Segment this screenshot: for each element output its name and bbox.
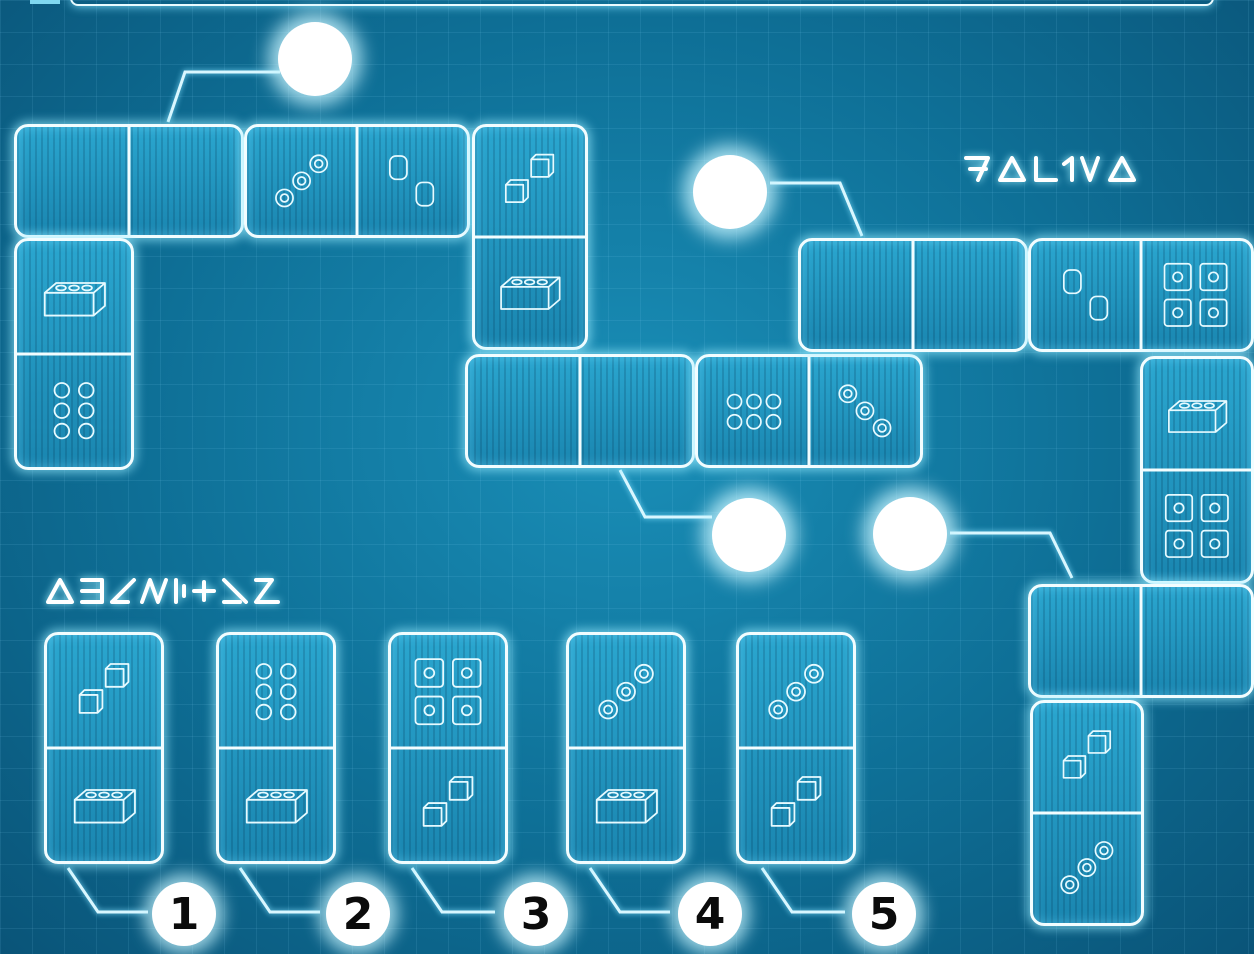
chain-tile-7 <box>798 238 1028 352</box>
tile-end-blank <box>1141 587 1251 695</box>
round-studs-3-icon <box>247 127 357 235</box>
brick-2x4-icon <box>475 237 585 347</box>
chain-tile-4 <box>14 238 134 470</box>
answer-slot-1[interactable] <box>278 22 352 96</box>
brick-2x4-icon <box>569 748 683 861</box>
aurebesh-heading-right <box>960 150 1150 191</box>
plate-2x2-4-icon <box>1143 470 1251 581</box>
tile-end-blank <box>468 357 580 465</box>
answer-slot-2[interactable] <box>693 155 767 229</box>
answer-slot-3[interactable] <box>712 498 786 572</box>
chain-tile-5 <box>465 354 695 468</box>
plate-2x2-4-icon <box>1141 241 1251 349</box>
tile-end-blank <box>129 127 241 235</box>
aurebesh-heading-left <box>42 572 302 613</box>
option-number-4[interactable]: 4 <box>678 882 742 946</box>
chain-tile-10 <box>1028 584 1254 698</box>
plate-2x2-4-icon <box>391 635 505 748</box>
round-studs-3-icon <box>569 635 683 748</box>
brick-2x4-icon <box>1143 359 1251 470</box>
chain-tile-1 <box>14 124 244 238</box>
chain-tile-9 <box>1140 356 1254 584</box>
cylinder-2-icon <box>357 127 467 235</box>
chain-tile-6 <box>695 354 923 468</box>
option-tile-4[interactable] <box>566 632 686 864</box>
round-studs-3-icon <box>1033 813 1141 923</box>
chain-tile-8 <box>1028 238 1254 352</box>
option-number-2[interactable]: 2 <box>326 882 390 946</box>
round-studs-6-icon <box>219 635 333 748</box>
answer-slot-4[interactable] <box>873 497 947 571</box>
round-studs-6-icon <box>17 354 131 467</box>
brick-1x1-2-icon <box>47 635 161 748</box>
option-tile-3[interactable] <box>388 632 508 864</box>
brick-2x4-icon <box>47 748 161 861</box>
brick-1x1-2-icon <box>475 127 585 237</box>
brick-2x4-icon <box>219 748 333 861</box>
option-tile-5[interactable] <box>736 632 856 864</box>
tile-end-blank <box>1031 587 1141 695</box>
tile-end-blank <box>801 241 913 349</box>
top-corner-marker <box>30 0 60 4</box>
brick-2x4-icon <box>17 241 131 354</box>
brick-1x1-2-icon <box>1033 703 1141 813</box>
tile-end-blank <box>580 357 692 465</box>
chain-tile-3 <box>472 124 588 350</box>
round-studs-3-icon <box>739 635 853 748</box>
option-tile-1[interactable] <box>44 632 164 864</box>
tile-end-blank <box>17 127 129 235</box>
round-studs-3-icon <box>809 357 920 465</box>
round-studs-6-icon <box>698 357 809 465</box>
top-frame-bar <box>70 0 1214 6</box>
option-number-3[interactable]: 3 <box>504 882 568 946</box>
brick-1x1-2-icon <box>391 748 505 861</box>
tile-end-blank <box>913 241 1025 349</box>
option-number-1[interactable]: 1 <box>152 882 216 946</box>
chain-tile-11 <box>1030 700 1144 926</box>
brick-1x1-2-icon <box>739 748 853 861</box>
option-tile-2[interactable] <box>216 632 336 864</box>
option-number-5[interactable]: 5 <box>852 882 916 946</box>
cylinder-2-icon <box>1031 241 1141 349</box>
chain-tile-2 <box>244 124 470 238</box>
